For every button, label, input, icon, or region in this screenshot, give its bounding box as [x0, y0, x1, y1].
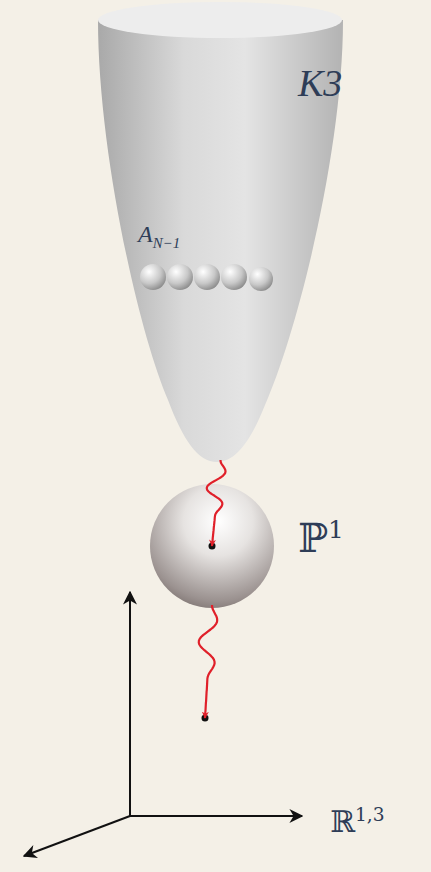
axes: [24, 592, 302, 856]
p1-node: ℙ1: [150, 484, 274, 608]
map-arrow: [199, 605, 217, 718]
p1-sphere: [150, 484, 274, 608]
point-dot: [209, 543, 216, 550]
spacetime: ℝ1,3: [0, 580, 431, 872]
k3-surface: K3AN−1: [93, 0, 348, 463]
k3-bowl: [98, 20, 343, 462]
math-label: ℙ1: [298, 518, 344, 558]
math-label: AN−1: [138, 222, 180, 251]
math-label: K3: [298, 64, 342, 102]
sphere-chain: [140, 264, 273, 291]
bowl-rim: [98, 2, 342, 38]
point-dot: [202, 715, 209, 722]
illustration: [150, 484, 274, 608]
math-label: ℝ1,3: [330, 806, 385, 837]
illustration: [0, 580, 431, 872]
